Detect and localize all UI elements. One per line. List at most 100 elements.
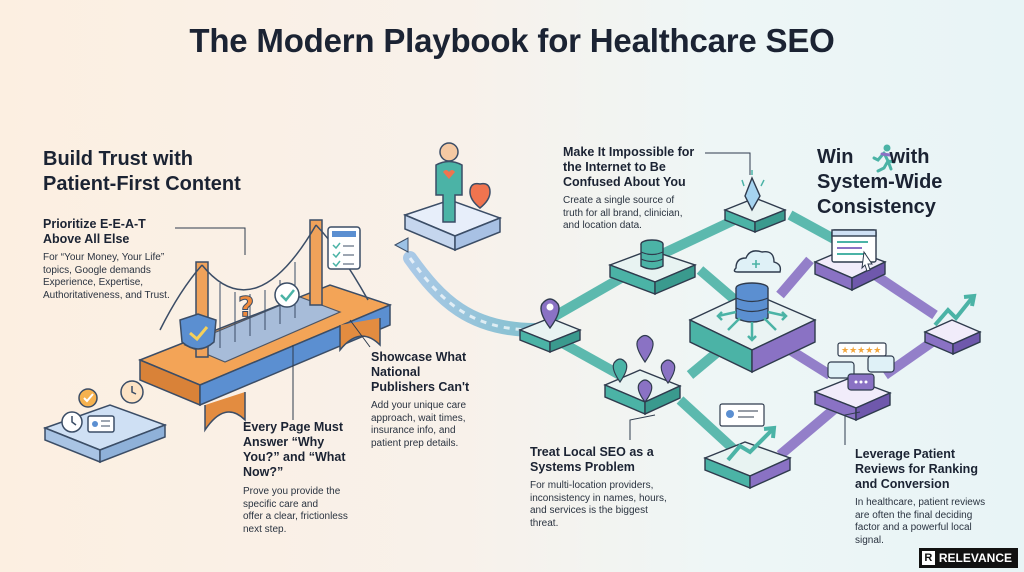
local-seo-body: For multi-location providers, inconsiste… bbox=[530, 480, 720, 530]
crystal-icon bbox=[744, 176, 761, 212]
why-you-title-line: Every Page Must bbox=[243, 420, 344, 434]
why-you-title-line: Answer “Why bbox=[243, 435, 325, 449]
eeat-title: Prioritize E-E-A-T Above All Else bbox=[43, 217, 243, 247]
check-circle-icon bbox=[274, 282, 300, 308]
question-mark-icon: ? bbox=[238, 290, 254, 323]
ranking-node bbox=[703, 403, 792, 490]
crystal-node bbox=[723, 170, 787, 234]
local-seo-title-line: Treat Local SEO as a bbox=[530, 445, 654, 459]
location-pin-icon bbox=[540, 298, 560, 330]
growth-node bbox=[923, 293, 982, 356]
right-heading-line-3: Consistency bbox=[817, 196, 936, 218]
showcase-body-line: patient prep details. bbox=[371, 437, 459, 449]
runner-icon bbox=[872, 144, 896, 173]
browser-node bbox=[813, 229, 887, 292]
impossible-title-line: Make It Impossible for bbox=[563, 145, 695, 159]
star-rating-icon: ★★★★★ bbox=[837, 342, 887, 357]
left-heading-line-1: Build Trust with bbox=[43, 148, 193, 170]
eeat-body-line: Experience, Expertise, bbox=[43, 277, 144, 288]
eeat-callout: Prioritize E-E-A-T Above All Else For “Y… bbox=[43, 217, 243, 302]
why-you-callout: Every Page Must Answer “Why You?” and “W… bbox=[243, 420, 393, 536]
reviews-body-line: factor and a powerful local bbox=[855, 522, 972, 533]
showcase-body-line: insurance info, and bbox=[371, 425, 456, 436]
why-you-body-line: specific care and bbox=[243, 498, 319, 510]
impossible-body-line: truth for all brand, clinician, bbox=[563, 207, 683, 219]
left-heading-line-2: Patient-First Content bbox=[43, 173, 241, 195]
check-badge-icon bbox=[78, 388, 98, 408]
showcase-body: Add your unique care approach, wait time… bbox=[371, 400, 511, 450]
local-seo-callout: Treat Local SEO as a Systems Problem For… bbox=[530, 445, 720, 530]
distribution-arrows-icon bbox=[716, 310, 788, 342]
showcase-body-line: approach, wait times, bbox=[371, 412, 466, 424]
database-icon bbox=[640, 239, 664, 270]
checklist-icon bbox=[327, 226, 361, 270]
why-you-title-line: You?” and “What bbox=[243, 450, 346, 464]
patient-platform bbox=[393, 142, 503, 253]
central-hub-node bbox=[688, 250, 817, 374]
right-heading-line-2: System-Wide bbox=[817, 171, 943, 193]
local-seo-body-line: For multi-location providers, bbox=[530, 480, 654, 491]
eeat-body: For “Your Money, Your Life” topics, Goog… bbox=[43, 252, 243, 302]
profile-card-icon bbox=[719, 403, 765, 427]
heart-icon bbox=[469, 182, 491, 209]
why-you-body-line: Prove you provide the bbox=[243, 486, 341, 497]
reviews-body-line: In healthcare, patient reviews bbox=[855, 497, 986, 508]
right-section-heading: Win with System-Wide Consistency bbox=[817, 145, 942, 220]
pin-node bbox=[518, 298, 582, 354]
showcase-title-line: Showcase What bbox=[371, 350, 467, 364]
id-card-icon bbox=[87, 415, 115, 433]
cloud-icon bbox=[733, 250, 782, 273]
patient-icon bbox=[435, 142, 463, 223]
shield-icon bbox=[179, 313, 217, 350]
local-seo-body-line: inconsistency in names, hours, bbox=[530, 492, 667, 504]
local-seo-body-line: and services is the biggest bbox=[530, 505, 648, 516]
impossible-body-line: Create a single source of bbox=[563, 195, 675, 206]
chat-bubbles-icon bbox=[827, 355, 895, 391]
local-seo-body-line: threat. bbox=[530, 517, 559, 529]
growth-arrow-icon bbox=[726, 428, 774, 462]
eeat-title-line: Prioritize E-E-A-T bbox=[43, 217, 146, 231]
showcase-callout: Showcase What National Publishers Can't … bbox=[371, 350, 511, 450]
page-title: The Modern Playbook for Healthcare SEO bbox=[189, 22, 835, 59]
reviews-title-line: Leverage Patient bbox=[855, 447, 956, 461]
stopwatch-icon bbox=[120, 380, 144, 404]
eeat-title-line: Above All Else bbox=[43, 232, 130, 246]
logo-text: RELEVANCE bbox=[938, 551, 1012, 565]
clock-icon bbox=[61, 411, 83, 433]
showcase-title: Showcase What National Publishers Can't bbox=[371, 350, 511, 395]
why-you-title-line: Now?” bbox=[243, 465, 284, 479]
connector-path bbox=[403, 251, 542, 337]
start-platform bbox=[42, 380, 168, 464]
why-you-body: Prove you provide the specific care and … bbox=[243, 486, 393, 536]
impossible-title-line: Confused About You bbox=[563, 175, 686, 189]
reviews-body: In healthcare, patient reviews are often… bbox=[855, 497, 1020, 547]
reviews-title-line: Reviews for Ranking bbox=[855, 462, 978, 476]
map-pin-icon bbox=[612, 358, 628, 384]
reviews-title-line: and Conversion bbox=[855, 477, 950, 491]
logo-mark: R bbox=[921, 551, 935, 565]
reviews-title: Leverage Patient Reviews for Ranking and… bbox=[855, 447, 1020, 492]
eeat-body-line: topics, Google demands bbox=[43, 264, 151, 276]
why-you-body-line: next step. bbox=[243, 523, 287, 535]
impossible-body-line: and location data. bbox=[563, 220, 642, 231]
relevance-logo[interactable]: R RELEVANCE bbox=[918, 548, 1018, 568]
reviews-body-line: signal. bbox=[855, 534, 884, 546]
svg-text:★★★★★: ★★★★★ bbox=[841, 346, 881, 356]
database-node bbox=[608, 239, 697, 296]
left-section-heading: Build Trust with Patient-First Content bbox=[43, 147, 241, 197]
right-heading-with: with bbox=[889, 146, 930, 168]
server-stack-icon bbox=[735, 282, 769, 323]
showcase-title-line: Publishers Can't bbox=[371, 380, 470, 394]
eeat-body-line: Authoritativeness, and Trust. bbox=[43, 289, 170, 301]
right-heading-line-1: Win with bbox=[817, 145, 942, 170]
eeat-body-line: For “Your Money, Your Life” bbox=[43, 252, 165, 263]
reviews-body-line: are often the final deciding bbox=[855, 509, 973, 521]
browser-window-icon bbox=[831, 229, 877, 272]
trend-up-icon bbox=[933, 296, 974, 327]
local-pins-node bbox=[603, 334, 682, 416]
impossible-body: Create a single source of truth for all … bbox=[563, 195, 733, 233]
showcase-title-line: National bbox=[371, 365, 421, 379]
right-heading-prefix: Win bbox=[817, 146, 854, 168]
impossible-title: Make It Impossible for the Internet to B… bbox=[563, 145, 733, 190]
showcase-body-line: Add your unique care bbox=[371, 400, 467, 411]
